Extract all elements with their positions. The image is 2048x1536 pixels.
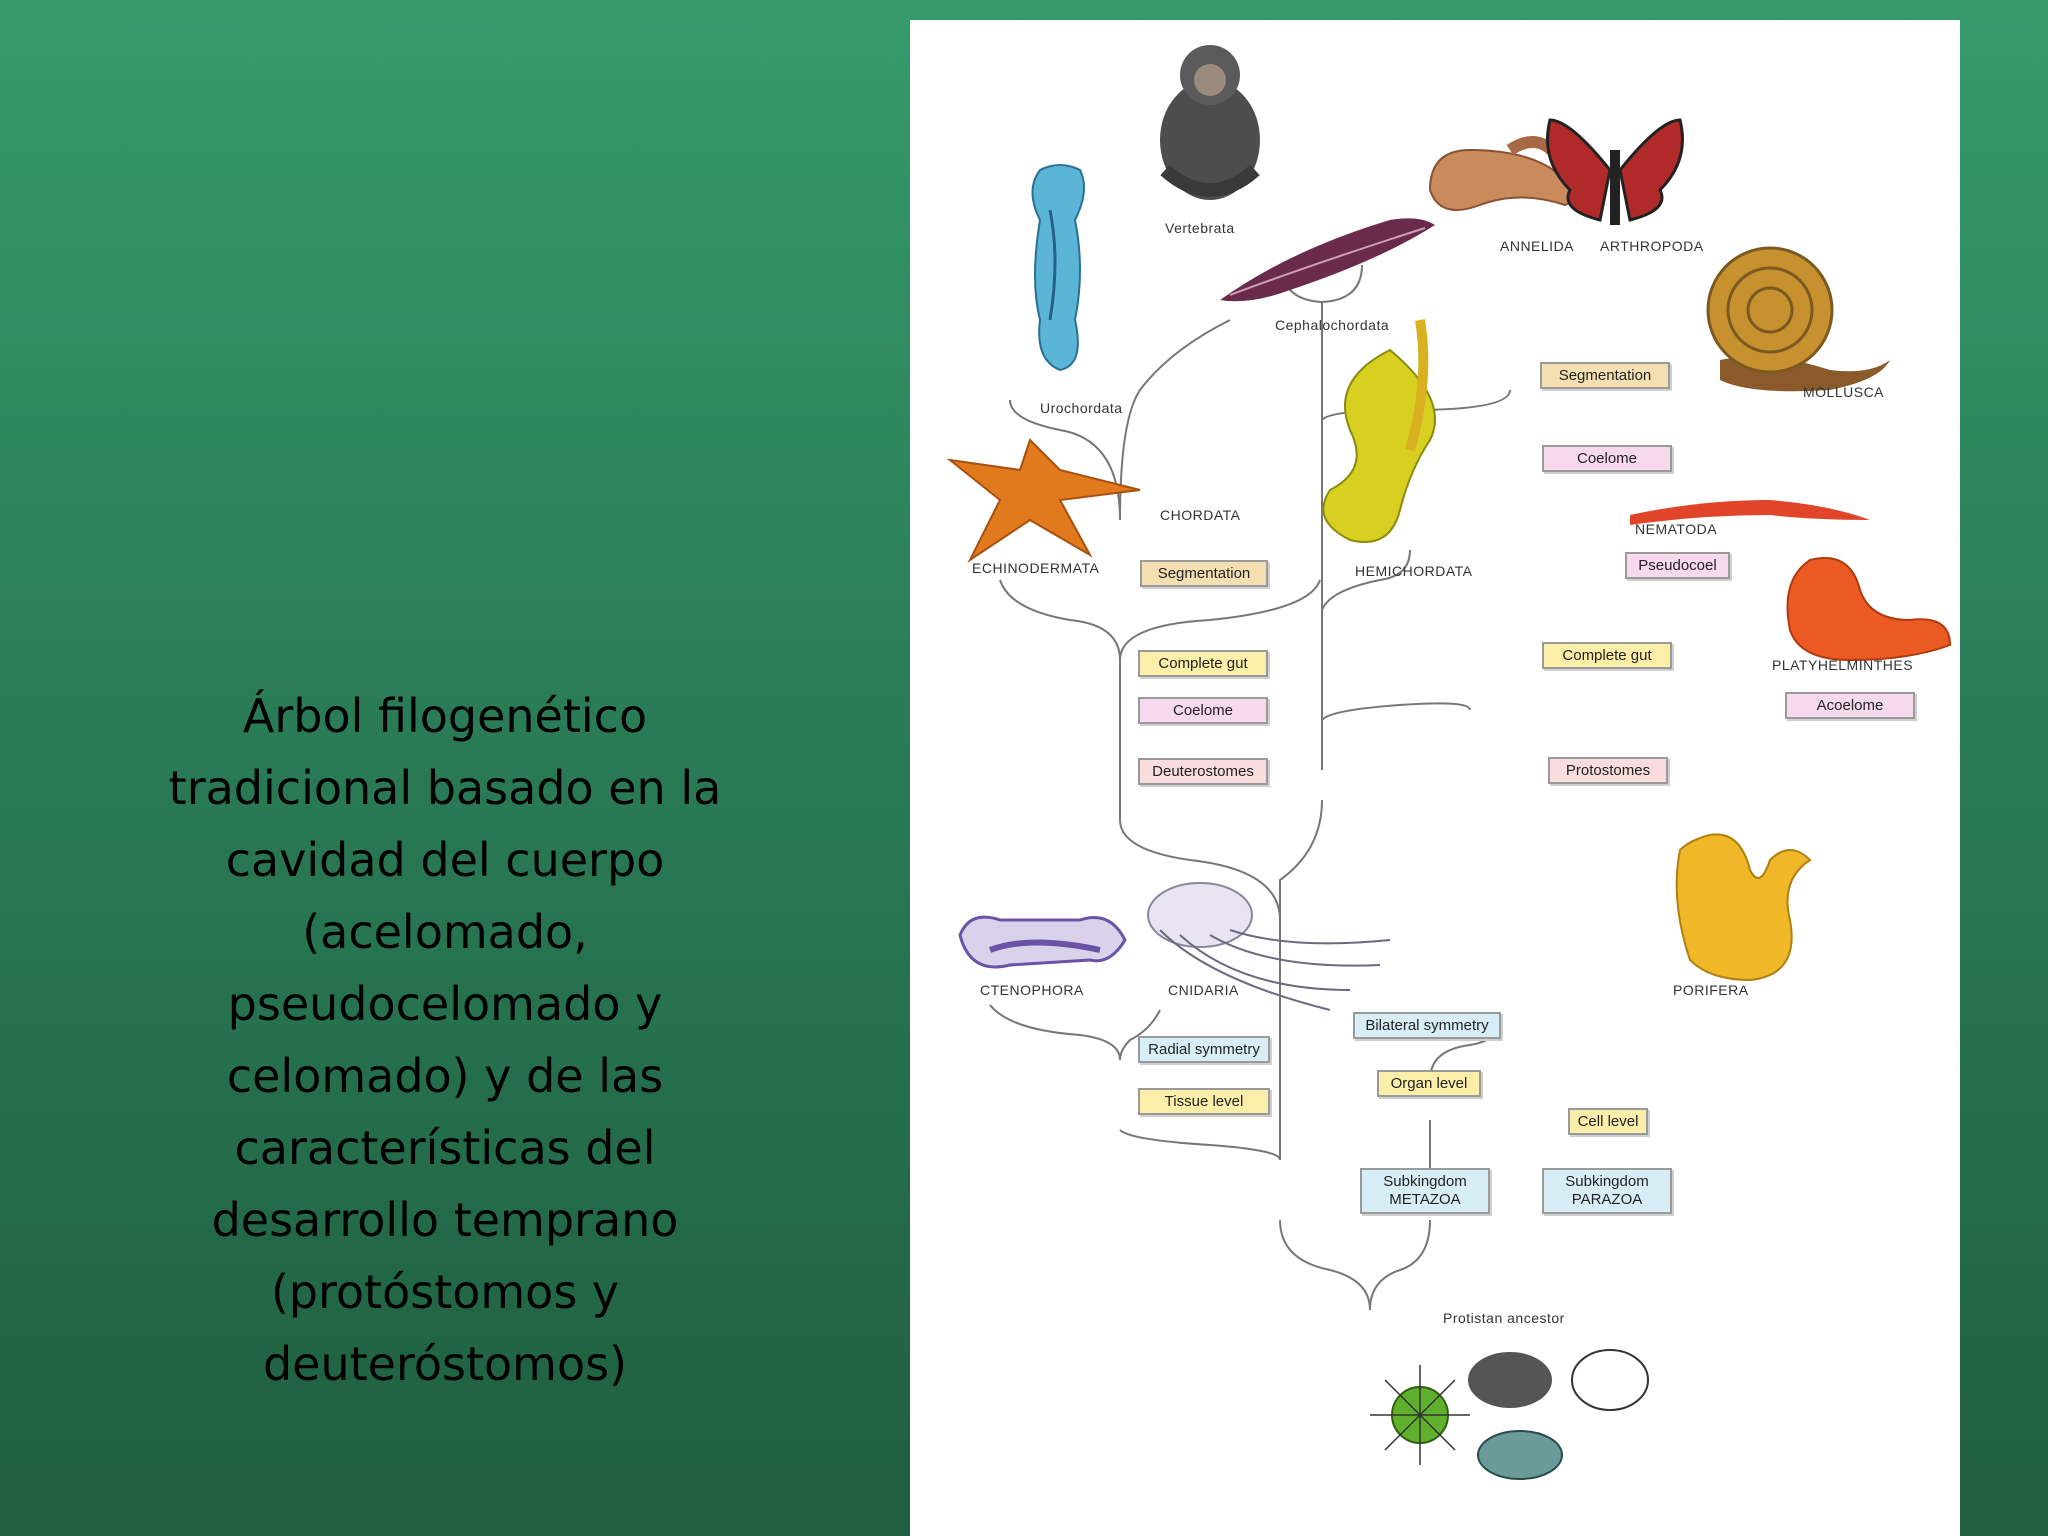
- label-echinodermata: ECHINODERMATA: [972, 560, 1100, 576]
- trait-complete-gut-left: Complete gut: [1138, 650, 1268, 677]
- label-ctenophora: CTENOPHORA: [980, 982, 1084, 998]
- trait-cell-level: Cell level: [1568, 1108, 1648, 1135]
- tree-drawing: [946, 45, 1952, 1480]
- subkingdom-parazoa: Subkingdom PARAZOA: [1542, 1168, 1672, 1214]
- ctenophore-illustration: [958, 915, 1127, 969]
- branch-ctenophora: [989, 1004, 1121, 1061]
- trait-pseudocoel: Pseudocoel: [1625, 552, 1730, 579]
- label-nematoda: NEMATODA: [1635, 521, 1718, 537]
- trait-coelome-left: Coelome: [1138, 697, 1268, 724]
- sponge-illustration: [1675, 833, 1812, 982]
- trait-complete-gut-right: Complete gut: [1542, 642, 1672, 669]
- label-hemichordata: HEMICHORDATA: [1355, 563, 1473, 579]
- branch-echinodermata: [999, 579, 1121, 661]
- label-urochordata: Urochordata: [1040, 400, 1123, 416]
- chimpanzee-illustration: [1160, 45, 1260, 200]
- trait-tissue-level: Tissue level: [1138, 1088, 1270, 1115]
- metazoa-line-2: METAZOA: [1389, 1191, 1461, 1208]
- tunicate-illustration: [1031, 164, 1085, 372]
- trait-segmentation-right: Segmentation: [1540, 362, 1670, 389]
- branch-hemichordata: [1119, 579, 1321, 661]
- subkingdom-metazoa: Subkingdom METAZOA: [1360, 1168, 1490, 1214]
- branch-cephalochordata: [1119, 319, 1231, 521]
- trait-radial-symmetry: Radial symmetry: [1138, 1036, 1270, 1063]
- phylogenetic-tree-figure: Vertebrata Cephalochordata Urochordata A…: [910, 20, 1960, 1536]
- label-protistan-ancestor: Protistan ancestor: [1443, 1310, 1565, 1326]
- label-arthropoda: ARTHROPODA: [1600, 238, 1704, 254]
- trait-protostomes: Protostomes: [1548, 757, 1668, 784]
- jellyfish-illustration: [1147, 882, 1391, 1011]
- protists-illustration: [1370, 1349, 1649, 1480]
- label-cnidaria: CNIDARIA: [1168, 982, 1239, 998]
- flatworm-illustration: [1786, 557, 1952, 662]
- label-platyhelminthes: PLATYHELMINTHES: [1772, 657, 1914, 673]
- label-chordata: CHORDATA: [1160, 507, 1241, 523]
- snail-illustration: [1706, 246, 1890, 392]
- label-annelida: ANNELIDA: [1500, 238, 1575, 254]
- nematode-illustration: [1630, 500, 1870, 525]
- label-mollusca: MOLLUSCA: [1803, 384, 1885, 400]
- starfish-illustration: [946, 438, 1141, 563]
- trait-coelome-right: Coelome: [1542, 445, 1672, 472]
- amphioxus-illustration: [1220, 218, 1435, 302]
- parazoa-line-1: Subkingdom: [1565, 1173, 1649, 1190]
- parazoa-line-2: PARAZOA: [1571, 1191, 1643, 1208]
- label-cephalochordata: Cephalochordata: [1275, 317, 1390, 333]
- branch-metazoa-base: [1279, 1219, 1371, 1311]
- trait-deuterostomes: Deuterostomes: [1138, 758, 1268, 785]
- branch-platyhelminthes: [1321, 702, 1471, 721]
- slide-caption: Árbol filogenético tradicional basado en…: [168, 689, 722, 1391]
- trait-bilateral-symmetry: Bilateral symmetry: [1353, 1012, 1501, 1039]
- branch-deutero-join: [1119, 819, 1281, 921]
- metazoa-line-1: Subkingdom: [1383, 1173, 1467, 1190]
- branch-parazoa-base: [1369, 1219, 1431, 1311]
- trait-organ-level: Organ level: [1377, 1070, 1481, 1097]
- branch-radiata-join: [1119, 1129, 1281, 1161]
- trait-acoelome: Acoelome: [1785, 692, 1915, 719]
- label-porifera: PORIFERA: [1673, 982, 1749, 998]
- branch-proto-join: [1278, 799, 1323, 920]
- trait-segmentation-left: Segmentation: [1140, 560, 1268, 587]
- branch-urochordata: [1009, 399, 1121, 521]
- branch-nematoda: [1321, 549, 1411, 611]
- butterfly-illustration: [1546, 118, 1684, 225]
- acorn-worm-illustration: [1322, 319, 1436, 543]
- label-vertebrata: Vertebrata: [1165, 220, 1235, 236]
- branch-cnidaria: [1119, 1009, 1161, 1061]
